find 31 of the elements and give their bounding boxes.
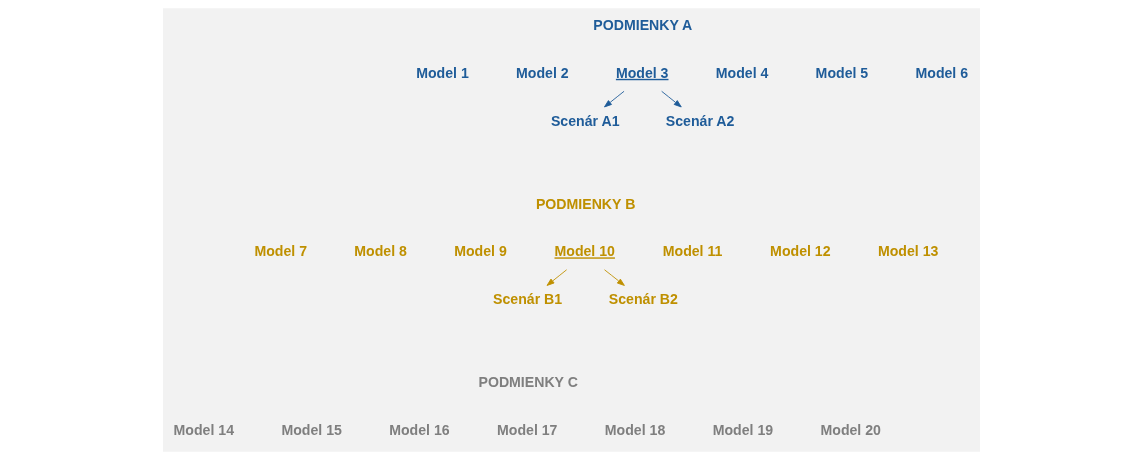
arrow	[604, 90, 625, 108]
label: Model 16	[389, 421, 450, 438]
label: Model 11	[662, 243, 723, 260]
label: Model 1	[416, 64, 469, 81]
label: Model 18	[604, 421, 666, 438]
arrow	[546, 269, 568, 286]
label: Model 8	[354, 243, 407, 260]
arrow	[604, 269, 625, 286]
node-text: Model 10	[554, 243, 615, 260]
label: Model 15	[281, 421, 342, 438]
arrow	[661, 90, 682, 108]
label: PODMIENKY A	[593, 17, 693, 34]
label: Model 13	[877, 243, 939, 260]
label: Model 2	[516, 64, 569, 81]
node-text: Scenár A1	[550, 112, 620, 129]
label: PODMIENKY B	[535, 195, 636, 212]
node-text: Scenár A2	[665, 112, 735, 129]
label: Model 4	[715, 64, 769, 81]
node-text: Scenár B1	[493, 291, 563, 308]
label: Model 19	[712, 421, 774, 438]
label: Model 5	[815, 64, 869, 81]
label: Model 9	[454, 243, 507, 260]
label: Model 7	[254, 243, 308, 260]
label: Model 17	[497, 421, 558, 438]
label: Model 14	[173, 421, 235, 438]
label: PODMIENKY C	[478, 374, 578, 391]
node-text: Model 3	[615, 64, 669, 81]
label: Model 6	[915, 64, 969, 81]
node-text: Scenár B2	[608, 291, 678, 308]
label: Model 12	[770, 243, 831, 260]
label: Model 20	[820, 421, 881, 438]
